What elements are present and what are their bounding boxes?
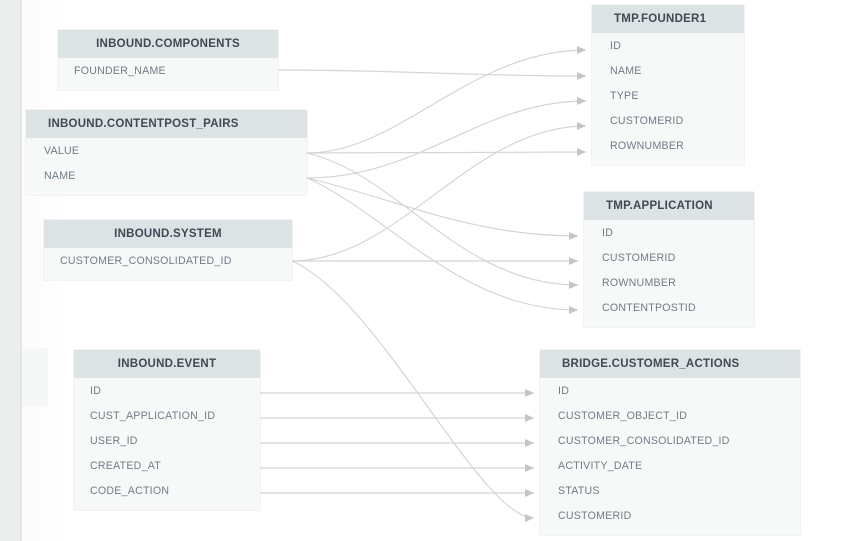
- lineage-edge: [306, 49, 587, 154]
- lineage-edge: [291, 260, 535, 519]
- node-field[interactable]: CUSTOMER_CONSOLIDATED_ID: [60, 254, 232, 267]
- edge-arrowhead-icon: [525, 389, 534, 397]
- node-field[interactable]: USER_ID: [90, 434, 138, 447]
- node-field[interactable]: STATUS: [558, 484, 600, 497]
- lineage-node-tmp-application[interactable]: TMP.APPLICATION ID CUSTOMERID ROWNUMBER CONT…: [584, 192, 754, 327]
- node-field[interactable]: ID: [610, 39, 622, 52]
- edge-arrowhead-icon: [577, 72, 586, 80]
- lineage-node-inbound-components[interactable]: INBOUND.COMPONENTS FOUNDER_NAME: [58, 30, 278, 90]
- lineage-edge: [306, 177, 579, 311]
- lineage-edge: [306, 177, 579, 237]
- lineage-node-inbound-event[interactable]: INBOUND.EVENT ID CUST_APPLICATION_ID USER_I…: [74, 350, 260, 510]
- node-field-list: CUSTOMER_CONSOLIDATED_ID: [44, 248, 292, 280]
- node-field[interactable]: ROWNUMBER: [610, 139, 685, 152]
- node-field[interactable]: CUSTOMERID: [602, 251, 676, 264]
- lineage-node-bridge-customer-actions[interactable]: BRIDGE.CUSTOMER_ACTIONS ID CUSTOMER_OBJECT…: [540, 350, 800, 535]
- node-title: INBOUND.SYSTEM: [44, 220, 292, 248]
- edge-arrowhead-icon: [525, 489, 534, 497]
- node-field[interactable]: VALUE: [44, 144, 80, 157]
- background-panel: [22, 348, 48, 406]
- edge-arrowhead-icon: [525, 439, 534, 447]
- node-field[interactable]: ID: [602, 226, 614, 239]
- node-field[interactable]: CUST_APPLICATION_ID: [90, 409, 216, 422]
- edge-arrowhead-icon: [569, 232, 578, 240]
- node-field-list: ID CUST_APPLICATION_ID USER_ID CREATED_AT CO…: [74, 378, 260, 510]
- edge-arrowhead-icon: [569, 257, 578, 265]
- edge-arrowhead-icon: [577, 46, 586, 54]
- node-field[interactable]: ACTIVITY_DATE: [558, 459, 643, 472]
- node-field[interactable]: TYPE: [610, 89, 639, 102]
- node-field[interactable]: CONTENTPOSTID: [602, 301, 696, 314]
- node-field[interactable]: NAME: [610, 64, 642, 77]
- node-field-list: VALUE NAME: [26, 138, 307, 195]
- node-field[interactable]: CUSTOMER_OBJECT_ID: [558, 409, 688, 422]
- edge-arrowhead-icon: [577, 97, 586, 105]
- node-field[interactable]: CREATED_AT: [90, 459, 161, 472]
- edge-arrowhead-icon: [525, 464, 534, 472]
- node-field[interactable]: ID: [558, 384, 570, 397]
- node-title: TMP.FOUNDER1: [592, 5, 744, 33]
- node-field-list: ID NAME TYPE CUSTOMERID ROWNUMBER: [592, 33, 744, 165]
- node-field[interactable]: CUSTOMERID: [610, 114, 684, 127]
- node-field-list: ID CUSTOMERID ROWNUMBER CONTENTPOSTID: [584, 220, 754, 327]
- edge-arrowhead-icon: [525, 414, 534, 422]
- node-title: BRIDGE.CUSTOMER_ACTIONS: [540, 350, 800, 378]
- edge-arrowhead-icon: [569, 281, 578, 289]
- edge-arrowhead-icon: [577, 122, 586, 130]
- node-field-list: FOUNDER_NAME: [58, 58, 278, 90]
- lineage-edge: [306, 152, 579, 286]
- edge-arrowhead-icon: [525, 514, 534, 522]
- node-field-list: ID CUSTOMER_OBJECT_ID CUSTOMER_CONSOLIDATE…: [540, 378, 800, 535]
- lineage-node-inbound-system[interactable]: INBOUND.SYSTEM CUSTOMER_CONSOLIDATED_ID: [44, 220, 292, 280]
- node-field[interactable]: ROWNUMBER: [602, 276, 677, 289]
- node-field[interactable]: CUSTOMERID: [558, 509, 632, 522]
- node-title: INBOUND.EVENT: [74, 350, 260, 378]
- node-title: TMP.APPLICATION: [584, 192, 754, 220]
- node-title: INBOUND.CONTENTPOST_PAIRS: [26, 110, 307, 138]
- node-field[interactable]: ID: [90, 384, 102, 397]
- lineage-edge: [306, 100, 587, 179]
- edge-arrowhead-icon: [569, 306, 578, 314]
- node-field[interactable]: NAME: [44, 169, 76, 182]
- node-field[interactable]: CODE_ACTION: [90, 484, 170, 497]
- lineage-edge: [306, 151, 587, 154]
- lineage-edge: [291, 125, 587, 262]
- node-title: INBOUND.COMPONENTS: [58, 30, 278, 58]
- lineage-edge: [277, 69, 587, 77]
- edge-arrowhead-icon: [577, 148, 586, 156]
- node-field[interactable]: CUSTOMER_CONSOLIDATED_ID: [558, 434, 730, 447]
- lineage-node-inbound-contentpost-pairs[interactable]: INBOUND.CONTENTPOST_PAIRS VALUE NAME: [26, 110, 307, 195]
- node-field[interactable]: FOUNDER_NAME: [74, 64, 166, 77]
